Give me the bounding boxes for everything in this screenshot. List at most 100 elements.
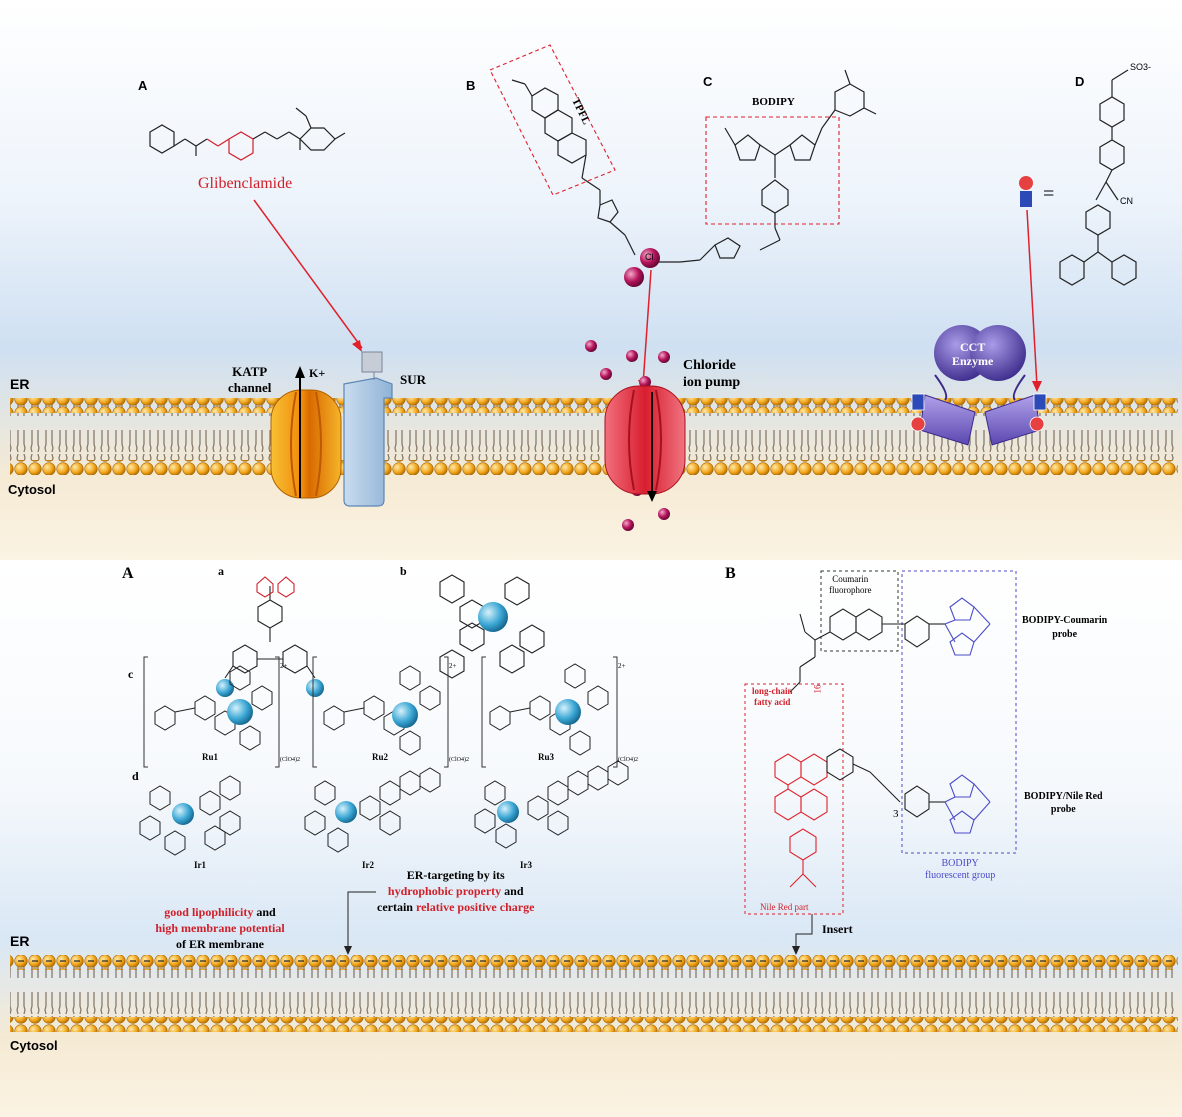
- coumarin-label: Coumarin fluorophore: [829, 574, 872, 596]
- label-C-top: C: [703, 74, 713, 89]
- chloride-pump-label: Chloride ion pump: [683, 357, 740, 391]
- chain-n-label: 16: [812, 684, 823, 694]
- clo4-ru2: (ClO4)2: [449, 757, 469, 763]
- top-panel: A B C D Glibenclamide TPFL BODIPY Cl Chl…: [0, 0, 1182, 560]
- charge-ru2: 2+: [449, 662, 457, 670]
- ru-complexes-c: [143, 656, 618, 768]
- glibenclamide-arrow: [253, 199, 363, 349]
- charge-ru3: 2+: [618, 662, 626, 670]
- ru-complex-b: [439, 574, 545, 679]
- nile-red-box: [744, 683, 844, 915]
- label-a: a: [218, 564, 224, 578]
- er-label-bottom: ER: [10, 933, 30, 949]
- label-D-top: D: [1075, 74, 1085, 89]
- bodipy-nile-structure: [774, 748, 991, 888]
- ir2-label: Ir2: [362, 860, 374, 870]
- label-A-bottom: A: [122, 565, 134, 582]
- equals-sign: =: [1043, 183, 1055, 205]
- so3-label: SO3-: [1130, 62, 1152, 72]
- er-targeting-pointer: [347, 891, 376, 950]
- bodipy-group-line2: fluorescent group: [925, 870, 996, 881]
- label-B-bottom: B: [725, 565, 736, 582]
- ru2-label: Ru2: [372, 752, 389, 762]
- cct-enzyme: [910, 325, 1047, 446]
- chloride-ion-pump: [604, 385, 686, 502]
- cl-ion: [624, 267, 644, 287]
- katp-line1: KATP: [232, 364, 268, 379]
- bodipy-group-box: [901, 570, 1017, 854]
- coumarin-line1: Coumarin: [832, 574, 869, 584]
- er-targeting-text: ER-targeting by its hydrophobic property…: [377, 867, 534, 915]
- bodipy-group-line1: BODIPY: [941, 858, 979, 869]
- er-targeting-and: and: [501, 884, 524, 898]
- clo4-ru1: (ClO4)2: [280, 757, 300, 763]
- cationic-probe-legend: [1019, 176, 1033, 207]
- top-diagram-svg: [10, 44, 1178, 531]
- clo4-ru3: (ClO4)2: [618, 757, 638, 763]
- er-membrane-bottom: [10, 955, 1178, 1032]
- er-targeting-line1: ER-targeting by its: [406, 868, 505, 882]
- insert-label: Insert: [822, 922, 853, 936]
- cct-line2: Enzyme: [952, 354, 994, 368]
- zn-complex: [216, 576, 324, 697]
- sur-receptor: [343, 351, 393, 507]
- er-targeting-hydrophobic: hydrophobic property: [387, 884, 502, 898]
- k-plus-label: K+: [309, 366, 326, 380]
- bottom-diagram-svg: [10, 570, 1178, 1032]
- lipo-potential: high membrane potential: [155, 921, 285, 935]
- charge-ru1: 2+: [280, 662, 288, 670]
- katp-line2: channel: [228, 380, 272, 395]
- chloride-pump-line1: Chloride: [683, 358, 736, 373]
- ir3-label: Ir3: [520, 860, 532, 870]
- n3-label: 3: [893, 808, 899, 820]
- bodipy-label-top: BODIPY: [752, 96, 795, 108]
- er-targeting-certain: certain: [377, 900, 416, 914]
- bodipy-nile-line2: probe: [1050, 804, 1076, 815]
- bodipy-nile-label: BODIPY/Nile Red probe: [1024, 790, 1103, 816]
- long-chain-line2: fatty acid: [754, 697, 791, 707]
- coumarin-line2: fluorophore: [829, 585, 872, 595]
- ir3-structure: [474, 760, 629, 849]
- glibenclamide-label: Glibenclamide: [198, 175, 293, 192]
- ir1-label: Ir1: [194, 860, 206, 870]
- coumarin-box: [820, 570, 899, 652]
- cn-label: CN: [1120, 196, 1133, 206]
- cl-label: Cl: [645, 252, 654, 262]
- glibenclamide-structure: [149, 107, 346, 161]
- chloride-pump-line2: ion pump: [683, 375, 741, 390]
- label-B-top: B: [466, 78, 476, 93]
- ru1-structure: [154, 665, 273, 751]
- ir2-structure: [304, 767, 441, 853]
- probe-d-structure: [1059, 69, 1137, 286]
- bottom-panel: A B a b c d Ru1 Ru2 Ru3 2+ 2+ 2+ (ClO4)2…: [0, 562, 1182, 1117]
- katp-channel: [270, 366, 342, 499]
- label-d: d: [132, 769, 139, 783]
- label-A-top: A: [138, 78, 148, 93]
- lipo-and: and: [253, 905, 276, 919]
- bodipy-box: [658, 69, 877, 263]
- insert-pointer: [795, 914, 813, 950]
- cytosol-label-bottom: Cytosol: [10, 1038, 58, 1053]
- sur-label: SUR: [400, 372, 427, 387]
- bodipy-coumarin-label: BODIPY-Coumarin probe: [1022, 614, 1107, 642]
- lipo-good: good lipophilicity: [164, 905, 254, 919]
- label-b: b: [400, 564, 407, 578]
- cct-label: CCT Enzyme: [952, 340, 993, 368]
- ru3-label: Ru3: [538, 752, 555, 762]
- katp-label: KATP channel: [228, 364, 271, 396]
- ru1-label: Ru1: [202, 752, 219, 762]
- lipophilicity-text: good lipophilicity and high membrane pot…: [145, 904, 295, 952]
- ru2-structure: [323, 665, 441, 756]
- bodipy-nile-line1: BODIPY/Nile Red: [1024, 791, 1103, 802]
- cl-ion: [640, 248, 660, 268]
- probe-d-arrow: [1026, 209, 1038, 387]
- cytosol-label-top: Cytosol: [8, 482, 56, 497]
- long-chain-label: long-chain fatty acid: [752, 686, 793, 708]
- bodipy-coumarin-line1: BODIPY-Coumarin: [1022, 615, 1108, 626]
- ru3-structure: [489, 663, 609, 756]
- nile-red-part-label: Nile Red part: [760, 902, 809, 912]
- label-c: c: [128, 667, 134, 681]
- cct-line1: CCT: [959, 340, 986, 354]
- bodipy-group-label: BODIPY fluorescent group: [925, 858, 995, 882]
- tpfl-box: [489, 44, 636, 256]
